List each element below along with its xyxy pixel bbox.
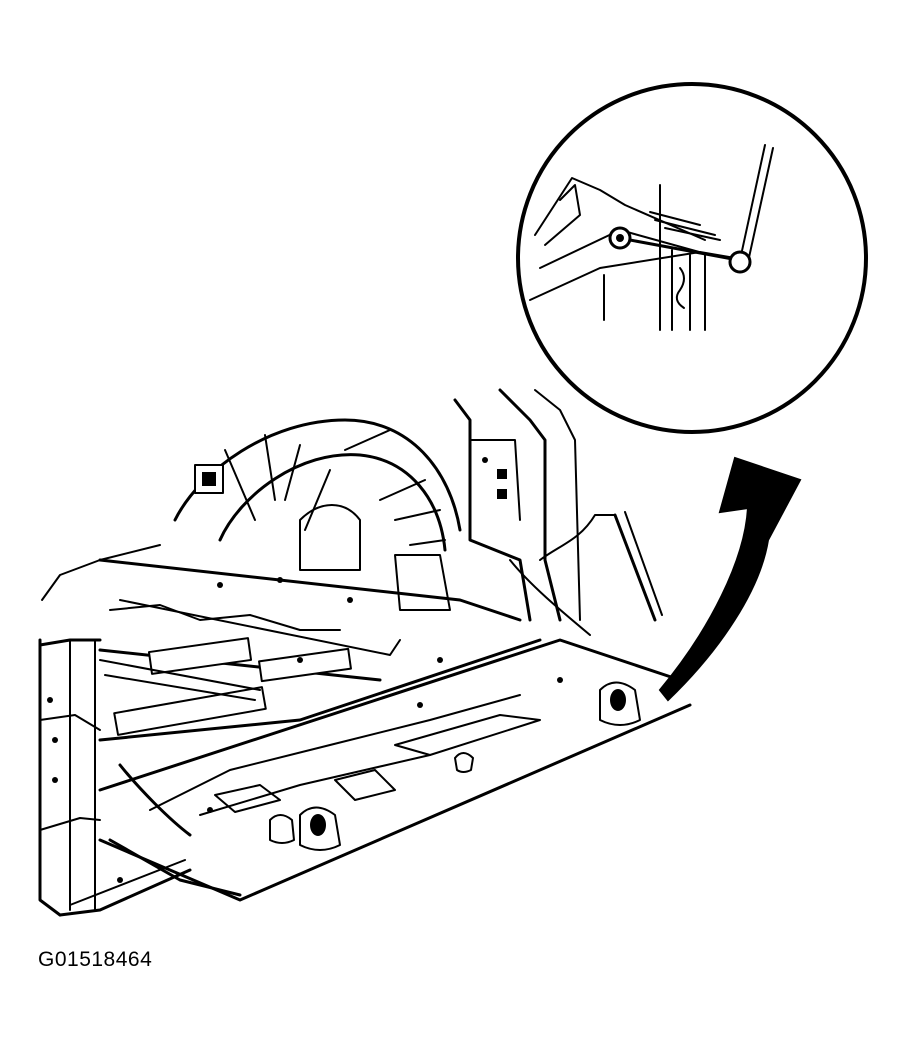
wheel-house xyxy=(173,418,462,611)
detail-view-circle xyxy=(516,82,868,434)
curved-arrow-icon xyxy=(658,456,802,702)
lower-rocker xyxy=(58,859,192,917)
rear-pillar xyxy=(453,388,663,622)
detail-view-contents xyxy=(529,144,774,331)
figure-code: G01518464 xyxy=(38,948,153,971)
cargo-floor-assembly xyxy=(38,388,692,917)
left-side-panel xyxy=(38,544,161,917)
floor-panel xyxy=(98,558,542,742)
rear-sill xyxy=(98,559,692,902)
